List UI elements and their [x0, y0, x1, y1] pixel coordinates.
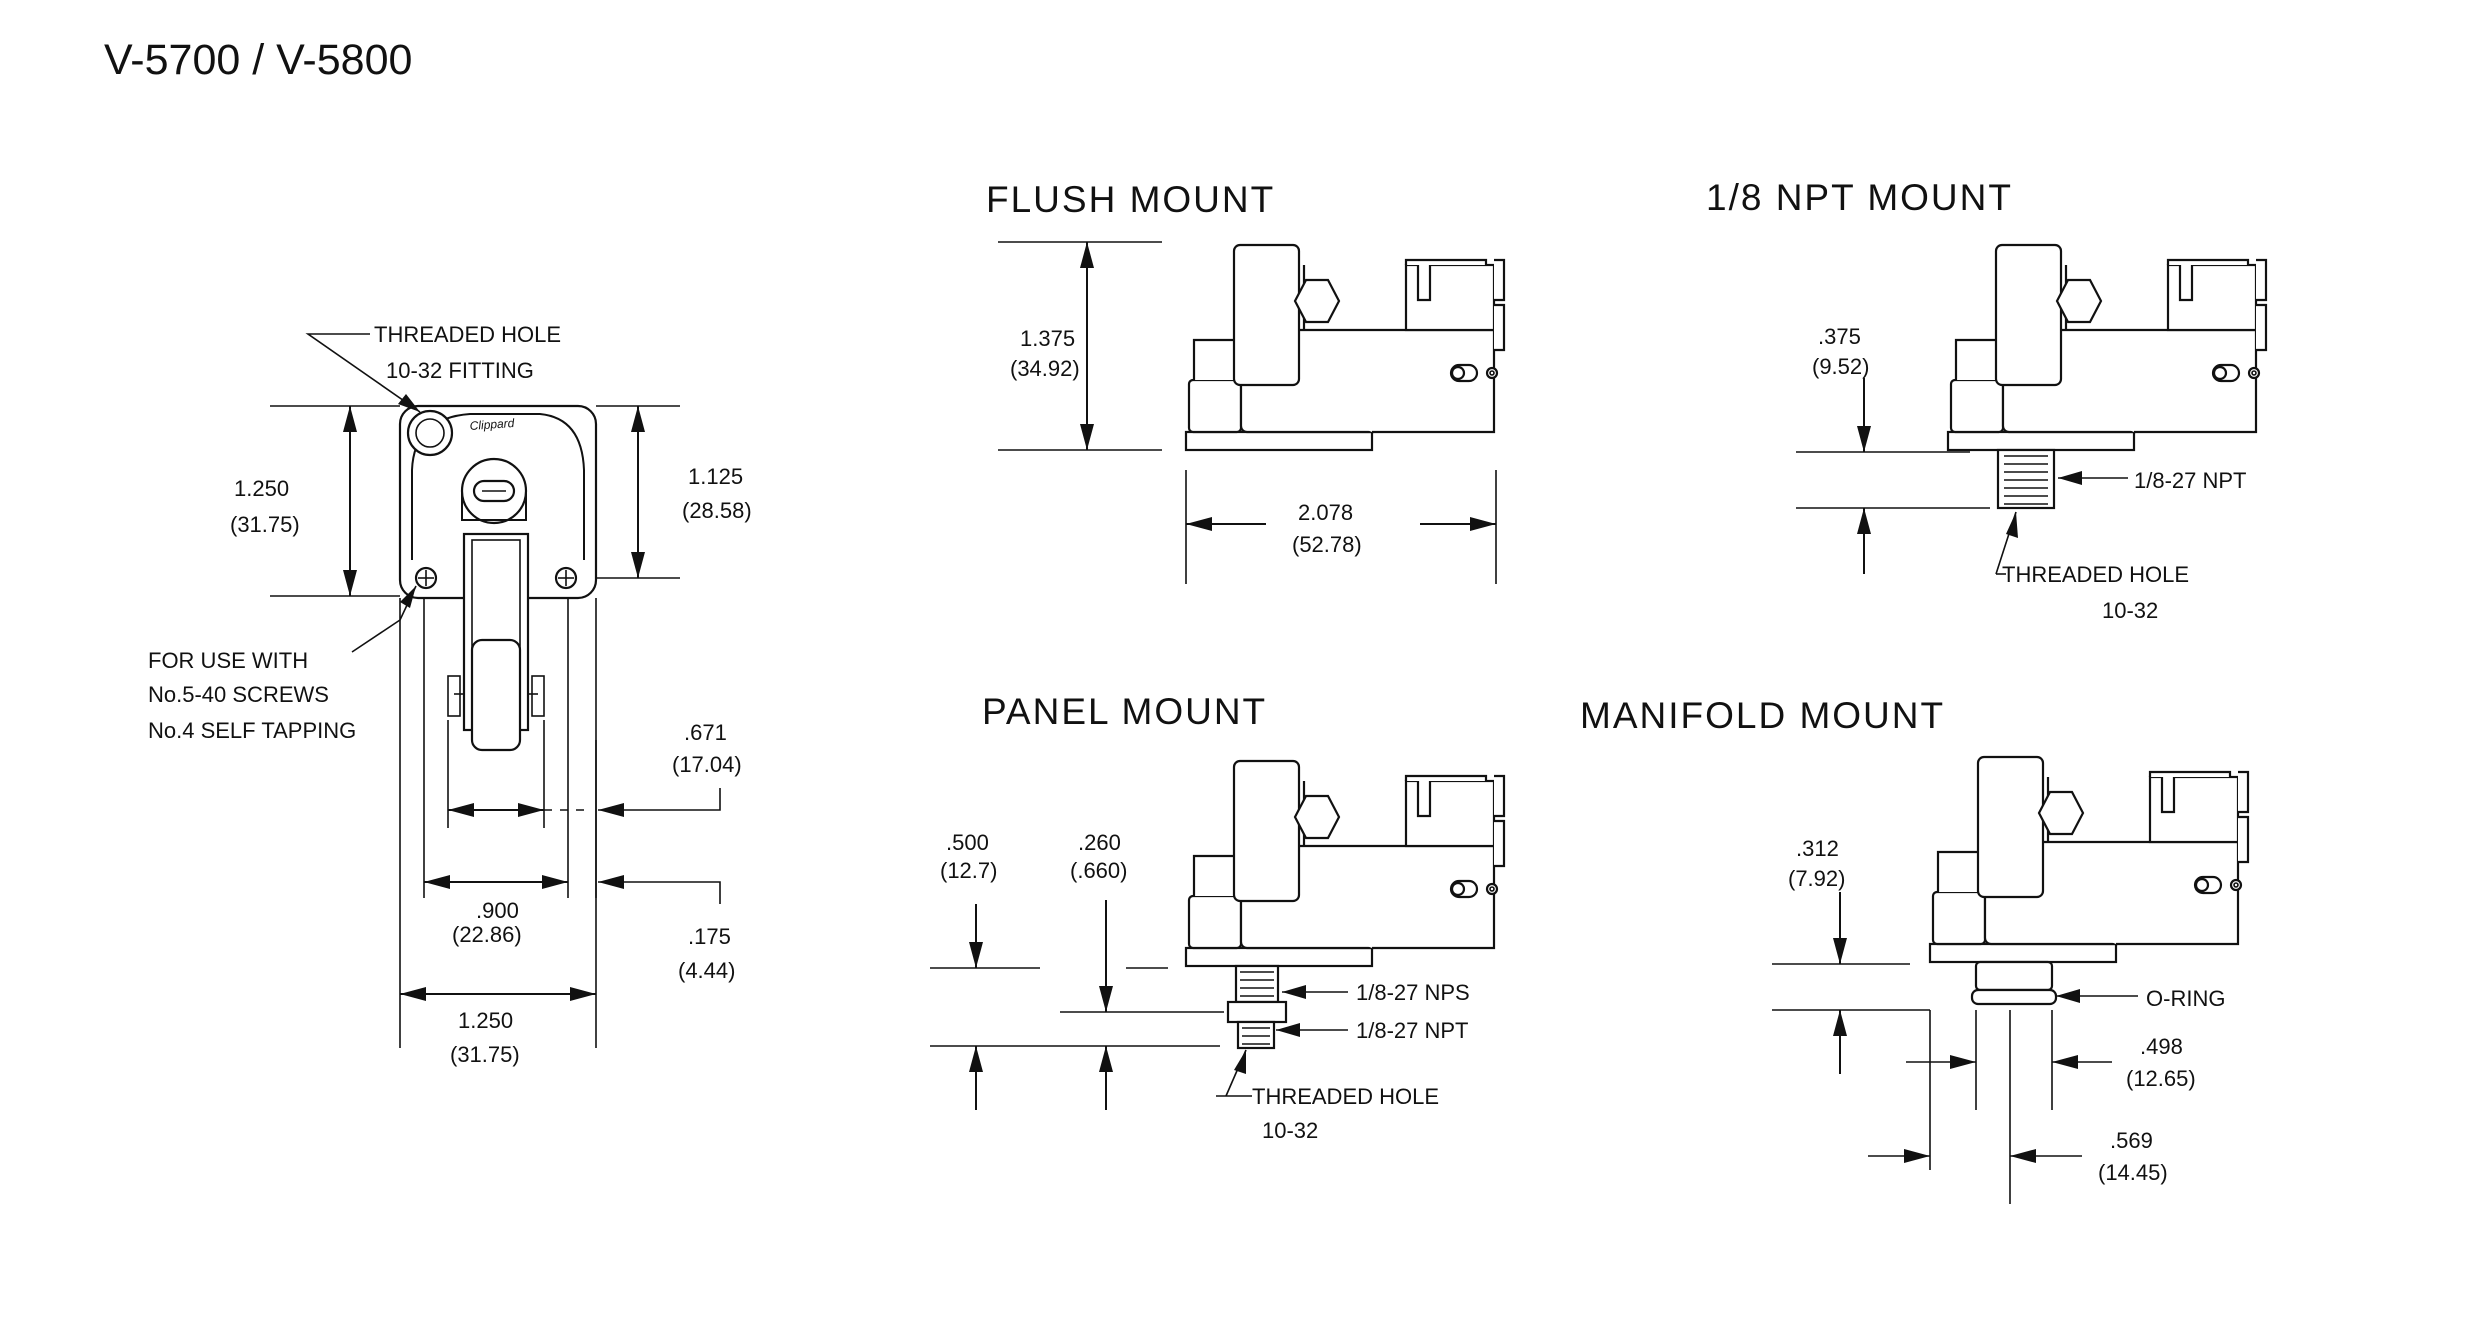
- dim-height-inch: 1.250: [234, 476, 289, 501]
- manifold-mount-view: MANIFOLD MOUNT .312 (7.92) O-RING .498 (…: [1580, 695, 2250, 1204]
- flush-width-mm: (52.78): [1292, 532, 1362, 557]
- label-screws-1: FOR USE WITH: [148, 648, 308, 673]
- panel-hole-label: THREADED HOLE: [1252, 1084, 1439, 1109]
- heading-npt-mount: 1/8 NPT MOUNT: [1706, 177, 2013, 218]
- npt-mount-view: 1/8 NPT MOUNT .375 (9.52) 1/8-27 NPT THR…: [1706, 177, 2268, 623]
- dim-width-inch: 1.250: [458, 1008, 513, 1033]
- label-screws-2: No.5-40 SCREWS: [148, 682, 329, 707]
- manifold-oring-stem: [1974, 960, 2054, 992]
- label-threaded-hole: THREADED HOLE: [374, 322, 561, 347]
- manifold-oring-label: O-RING: [2146, 986, 2225, 1011]
- dim-height-mm: (31.75): [230, 512, 300, 537]
- manifold-d2-inch: .569: [2110, 1128, 2153, 1153]
- dim-175-mm: (4.44): [678, 958, 735, 983]
- flush-mount-view: FLUSH MOUNT 1.375 (34.92) 2.078 (52.78): [986, 179, 1506, 584]
- panel-mount-view: PANEL MOUNT .500 (12.7) .260 (.660) 1/8-…: [930, 691, 1506, 1143]
- dim-width-mm: (31.75): [450, 1042, 520, 1067]
- heading-panel-mount: PANEL MOUNT: [982, 691, 1267, 732]
- manifold-height-inch: .312: [1796, 836, 1839, 861]
- drawing-title: V-5700 / V-5800: [104, 36, 412, 84]
- dim-900-mm: (22.86): [452, 922, 522, 947]
- panel-b-inch: .260: [1078, 830, 1121, 855]
- manifold-d1-inch: .498: [2140, 1034, 2183, 1059]
- manifold-height-mm: (7.92): [1788, 866, 1845, 891]
- flush-height-inch: 1.375: [1020, 326, 1075, 351]
- label-fitting: 10-32 FITTING: [386, 358, 534, 383]
- panel-b-mm: (.660): [1070, 858, 1127, 883]
- panel-nps-label: 1/8-27 NPS: [1356, 980, 1470, 1005]
- dim-height2-mm: (28.58): [682, 498, 752, 523]
- npt-valve-body: [1946, 243, 2268, 452]
- npt-thread-label: 1/8-27 NPT: [2134, 468, 2247, 493]
- dim-175-inch: .175: [688, 924, 731, 949]
- flush-height-mm: (34.92): [1010, 356, 1080, 381]
- flush-width-inch: 2.078: [1298, 500, 1353, 525]
- flush-valve-body: [1184, 243, 1506, 452]
- panel-npt-label: 1/8-27 NPT: [1356, 1018, 1469, 1043]
- npt-threaded-stem: [1996, 448, 2056, 510]
- dim-900-inch: .900: [476, 898, 519, 923]
- front-view: Clippard THREADED HOLE 10-32 FITTING 1.2…: [148, 322, 752, 1067]
- npt-hole-size: 10-32: [2102, 598, 2158, 623]
- heading-manifold-mount: MANIFOLD MOUNT: [1580, 695, 1945, 736]
- manifold-d2-mm: (14.45): [2098, 1160, 2168, 1185]
- npt-hole-label: THREADED HOLE: [2002, 562, 2189, 587]
- dim-height2-inch: 1.125: [688, 464, 743, 489]
- npt-height-inch: .375: [1818, 324, 1861, 349]
- panel-a-mm: (12.7): [940, 858, 997, 883]
- manifold-valve-body: [1928, 755, 2250, 964]
- label-screws-3: No.4 SELF TAPPING: [148, 718, 356, 743]
- panel-valve-body: [1184, 759, 1506, 968]
- manifold-d1-mm: (12.65): [2126, 1066, 2196, 1091]
- dim-671-inch: .671: [684, 720, 727, 745]
- heading-flush-mount: FLUSH MOUNT: [986, 179, 1275, 220]
- brand-logo: Clippard: [469, 416, 515, 433]
- npt-height-mm: (9.52): [1812, 354, 1869, 379]
- threaded-hole-icon: [406, 409, 454, 457]
- panel-hole-size: 10-32: [1262, 1118, 1318, 1143]
- panel-nut: [1226, 1000, 1288, 1024]
- panel-a-inch: .500: [946, 830, 989, 855]
- dim-671-mm: (17.04): [672, 752, 742, 777]
